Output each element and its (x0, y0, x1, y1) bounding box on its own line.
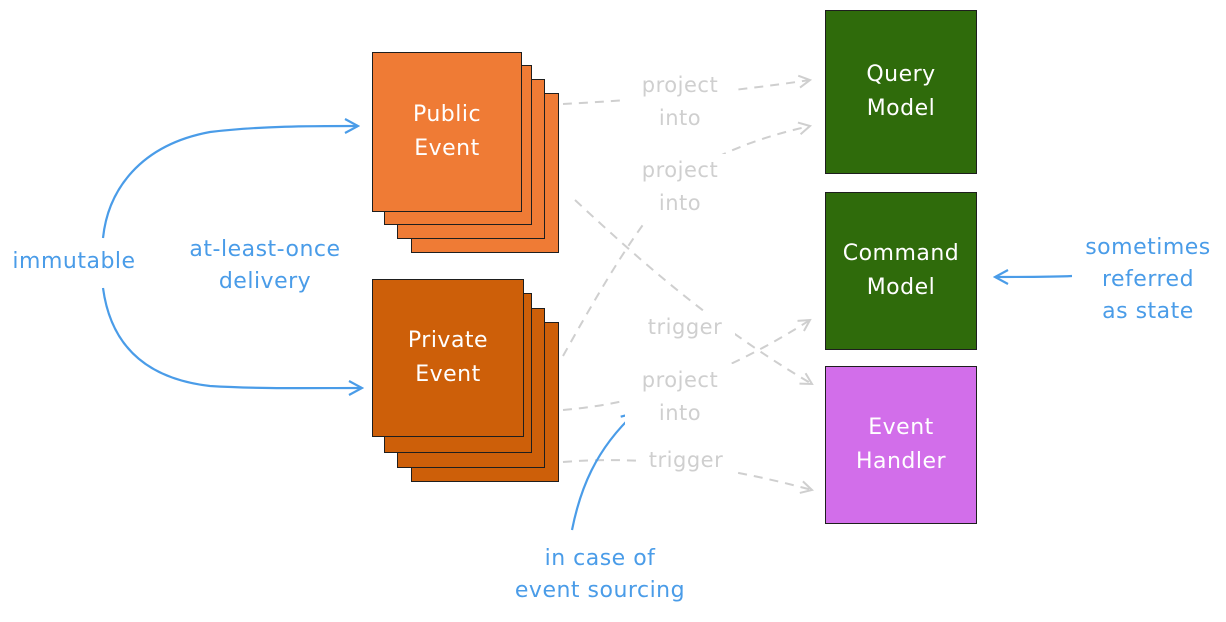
arrow-immutable-to-private (101, 287, 362, 388)
edge-label-private-to-handler: trigger (636, 444, 736, 477)
annotation-at-least-once-delivery: at-least-once delivery (189, 237, 341, 294)
edge-public-to-handler (574, 199, 812, 384)
public-event-label: Public Event (412, 102, 482, 161)
edge-label-private-to-command: project into (625, 364, 735, 430)
query-model-label: Query Model (866, 62, 936, 121)
annotation-in-case-of-event-sourcing: in case of event sourcing (514, 546, 686, 603)
edge-label-public-to-handler: trigger (635, 311, 735, 344)
command-model-box (825, 192, 977, 350)
arrow-sometimes-to-command (995, 276, 1073, 277)
query-model-box (825, 10, 977, 174)
event-handler-box (825, 366, 977, 524)
public-event-box (372, 52, 522, 212)
private-event-box (372, 279, 524, 437)
edge-private-to-handler (562, 459, 812, 490)
edge-label-private-to-query: project into (625, 154, 735, 220)
event-handler-label: Event Handler (855, 415, 947, 474)
annotation-sometimes-referred-as-state: sometimes referred as state (1085, 235, 1211, 324)
arrow-event-sourcing-to-project (570, 413, 635, 531)
edge-private-to-query (562, 126, 810, 357)
annotation-immutable: immutable (12, 249, 136, 274)
arrow-immutable-to-public (101, 126, 358, 239)
command-model-label: Command Model (842, 241, 960, 300)
edge-private-to-command (562, 320, 810, 411)
edge-label-public-to-query: project into (625, 69, 735, 135)
private-event-label: Private Event (407, 328, 489, 387)
